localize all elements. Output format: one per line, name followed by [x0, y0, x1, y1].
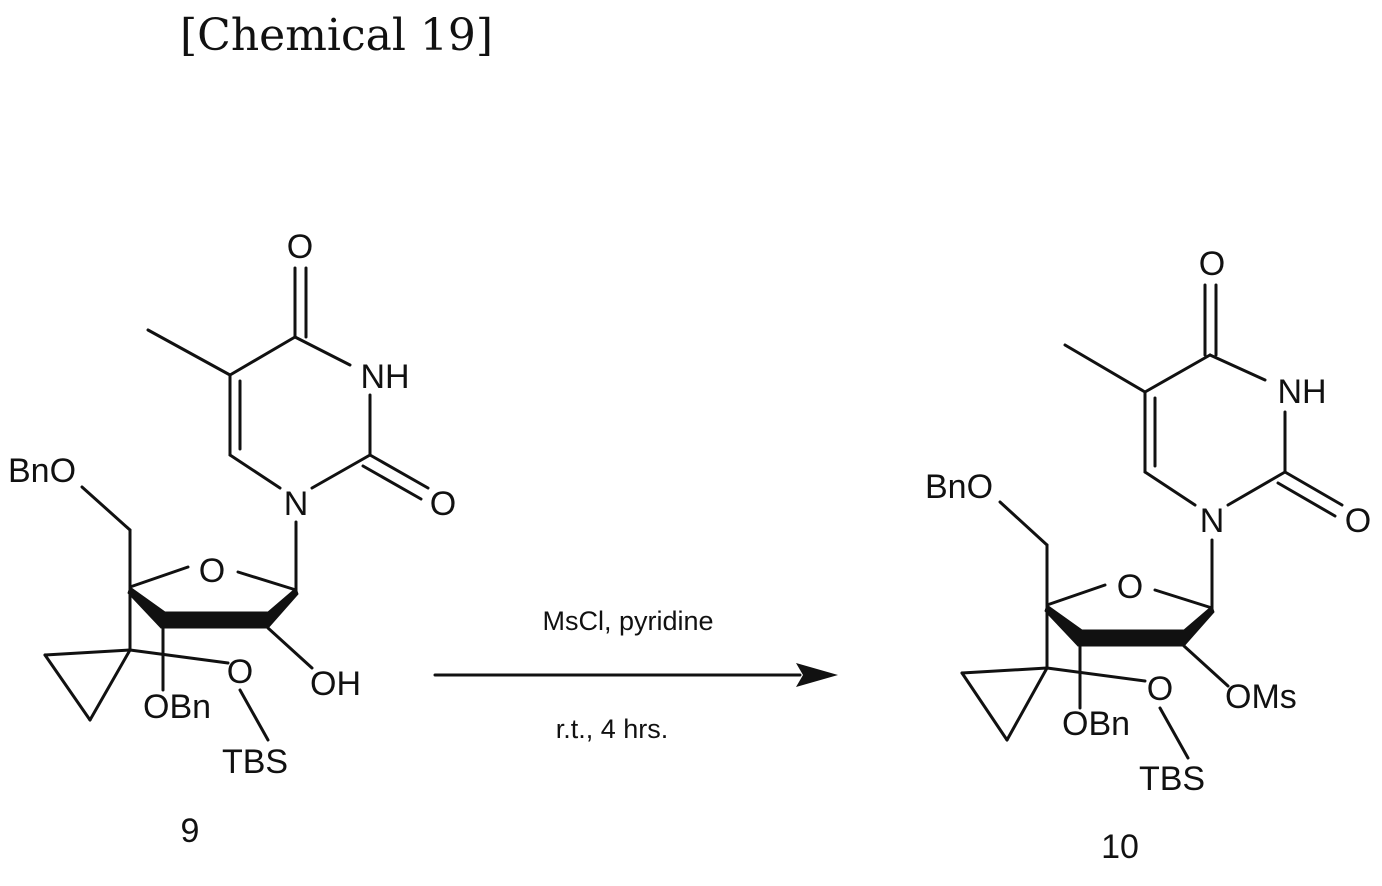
c3-c2-bold-bond	[1078, 630, 1184, 646]
reagents-label: MsCl, pyridine	[542, 606, 713, 636]
c4-n3-bond	[1210, 355, 1265, 380]
spiro-o-bond	[130, 650, 228, 663]
c5-o-bond	[82, 487, 130, 530]
spiro-o-bond	[1047, 668, 1145, 681]
compound-10-silyl-o: O	[1147, 670, 1173, 708]
c2-oh-bond	[268, 628, 312, 668]
cyclopropane-bond-1	[45, 650, 130, 655]
methyl-bond	[148, 330, 230, 375]
o-tbs-bond	[1160, 708, 1188, 758]
compound-10-ring-o: O	[1117, 568, 1143, 606]
c2-o-bond	[370, 455, 428, 488]
cyclopropane-bond-3	[1007, 668, 1047, 740]
o-tbs-bond	[240, 690, 268, 740]
compound-9-carbonyl-o-right: O	[430, 485, 456, 523]
compound-10-oms-label: OMs	[1225, 678, 1297, 716]
c2-o-bond	[1285, 472, 1342, 505]
compound-9-carbonyl-o-top: O	[287, 228, 313, 266]
compound-10-bno-label: BnO	[925, 468, 993, 506]
c1-o4-bond	[238, 572, 296, 590]
compound-10-obn-label: OBn	[1062, 705, 1130, 743]
o4-c4-bond	[130, 567, 188, 587]
compound-10-n1-label: N	[1200, 502, 1225, 540]
compound-10-nh-label: NH	[1277, 373, 1326, 411]
compound-9-n1-label: N	[284, 485, 309, 523]
conditions-label: r.t., 4 hrs.	[556, 714, 669, 744]
reaction-arrow-head	[796, 663, 838, 687]
compound-9-oh-label: OH	[310, 665, 361, 703]
c2-oms-bond	[1184, 646, 1228, 686]
cyclopropane-bond-2	[45, 655, 90, 720]
c2-n1-bond	[1228, 472, 1285, 505]
cyclopropane-bond-1	[962, 668, 1047, 673]
c2-c1-wedge	[1184, 606, 1214, 646]
c2-o-double-bond	[363, 466, 421, 499]
compound-9-nh-label: NH	[360, 358, 409, 396]
compound-9-obn-label: OBn	[143, 688, 211, 726]
c1-o4-bond	[1155, 590, 1212, 608]
compound-9-ring-o: O	[199, 552, 225, 590]
compound-9-tbs-label: TBS	[222, 743, 288, 781]
chemical-heading: [Chemical 19]	[180, 10, 493, 61]
n1-c6-bond	[230, 455, 280, 488]
compound-10-carbonyl-o-right: O	[1345, 502, 1371, 540]
cyclopropane-bond-3	[90, 650, 130, 720]
compound-10-number: 10	[1101, 828, 1139, 866]
compound-9-number: 9	[181, 812, 200, 850]
c5-c4-bond	[1145, 355, 1210, 392]
o4-c4-bond	[1047, 585, 1105, 605]
compound-10-carbonyl-o-top: O	[1199, 245, 1225, 283]
n1-c6-bond	[1145, 472, 1195, 505]
c4-c3-wedge	[128, 587, 165, 628]
cyclopropane-bond-2	[962, 673, 1007, 740]
c2-o-double-bond	[1278, 483, 1335, 516]
compound-9-silyl-o: O	[227, 653, 253, 691]
compound-10-tbs-label: TBS	[1139, 760, 1205, 798]
methyl-bond	[1065, 345, 1145, 392]
compound-9-bno-label: BnO	[8, 452, 76, 490]
c4-n3-bond	[295, 337, 350, 365]
c2-n1-bond	[312, 455, 370, 488]
c3-c2-bold-bond	[161, 612, 268, 628]
c5-o-bond	[1000, 502, 1047, 545]
c4-c3-wedge	[1045, 605, 1082, 646]
c2-c1-wedge	[268, 588, 298, 628]
c5-c4-bond	[230, 337, 295, 375]
